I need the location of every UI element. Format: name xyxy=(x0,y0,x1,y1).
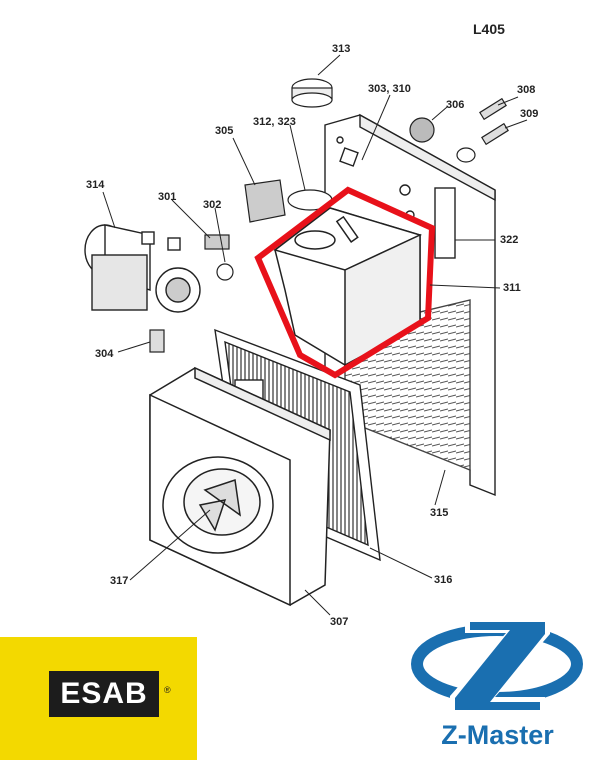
esab-logo-mark: ESAB xyxy=(49,671,159,717)
part-label-306: 306 xyxy=(446,99,464,111)
small-components xyxy=(149,78,509,353)
part-label-309: 309 xyxy=(520,108,538,120)
part-label-314: 314 xyxy=(86,179,105,191)
part-label-305: 305 xyxy=(215,125,233,137)
part-label-303-310: 303, 310 xyxy=(368,83,411,95)
part-label-312-323: 312, 323 xyxy=(253,116,296,128)
part-label-322: 322 xyxy=(500,234,518,246)
part-label-307: 307 xyxy=(330,616,348,628)
fan-shroud-part xyxy=(149,366,331,607)
leader-lines xyxy=(102,54,528,616)
esab-logo-text: ESAB xyxy=(60,677,148,710)
zmaster-logo-text: Z-Master xyxy=(441,720,554,750)
exploded-parts-diagram: L405 xyxy=(84,21,538,628)
part-label-301: 301 xyxy=(158,191,176,203)
part-309-ring xyxy=(456,147,476,163)
part-label-302: 302 xyxy=(203,199,221,211)
part-label-311: 311 xyxy=(503,282,521,294)
bracket-305 xyxy=(244,179,286,223)
zmaster-logo: Z-Master xyxy=(410,612,585,757)
part-306 xyxy=(409,117,435,143)
part-301 xyxy=(204,234,230,250)
part-label-308: 308 xyxy=(517,84,535,96)
part-label-315: 315 xyxy=(430,507,448,519)
part-label-317: 317 xyxy=(110,575,128,587)
terminal-block-304 xyxy=(149,329,165,353)
zmaster-emblem-icon xyxy=(411,617,583,712)
highlight-outline xyxy=(254,186,436,379)
coolant-tank-part xyxy=(273,207,423,367)
part-302 xyxy=(216,263,234,281)
part-label-313: 313 xyxy=(332,43,350,55)
registered-mark: ® xyxy=(164,685,171,695)
part-309 xyxy=(481,122,509,146)
model-code: L405 xyxy=(473,21,505,37)
part-label-316: 316 xyxy=(434,574,452,586)
part-label-304: 304 xyxy=(95,348,114,360)
part-308 xyxy=(479,97,507,121)
pump-motor-part xyxy=(84,224,201,313)
